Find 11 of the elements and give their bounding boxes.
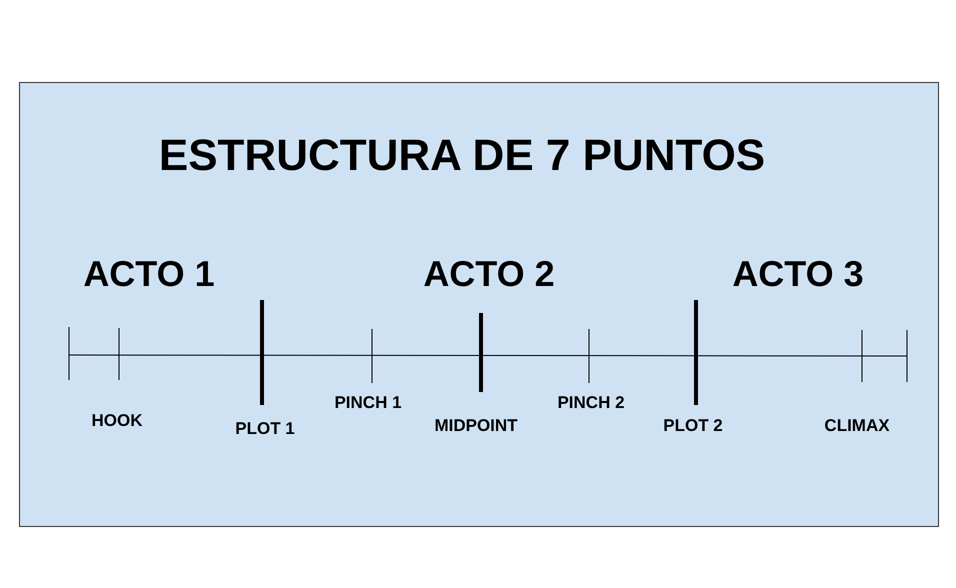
point-label: CLIMAX xyxy=(824,416,890,436)
act-heading: ACTO 2 xyxy=(423,253,555,295)
point-label: PINCH 2 xyxy=(557,393,625,413)
title: ESTRUCTURA DE 7 PUNTOS xyxy=(158,131,766,181)
point-label: PLOT 1 xyxy=(235,419,295,439)
point-label: PINCH 1 xyxy=(334,393,402,413)
point-label: PLOT 2 xyxy=(663,416,723,436)
point-label: HOOK xyxy=(92,411,142,431)
act-heading: ACTO 3 xyxy=(732,253,864,295)
act-heading: ACTO 1 xyxy=(83,253,215,295)
point-label: MIDPOINT xyxy=(434,416,518,436)
